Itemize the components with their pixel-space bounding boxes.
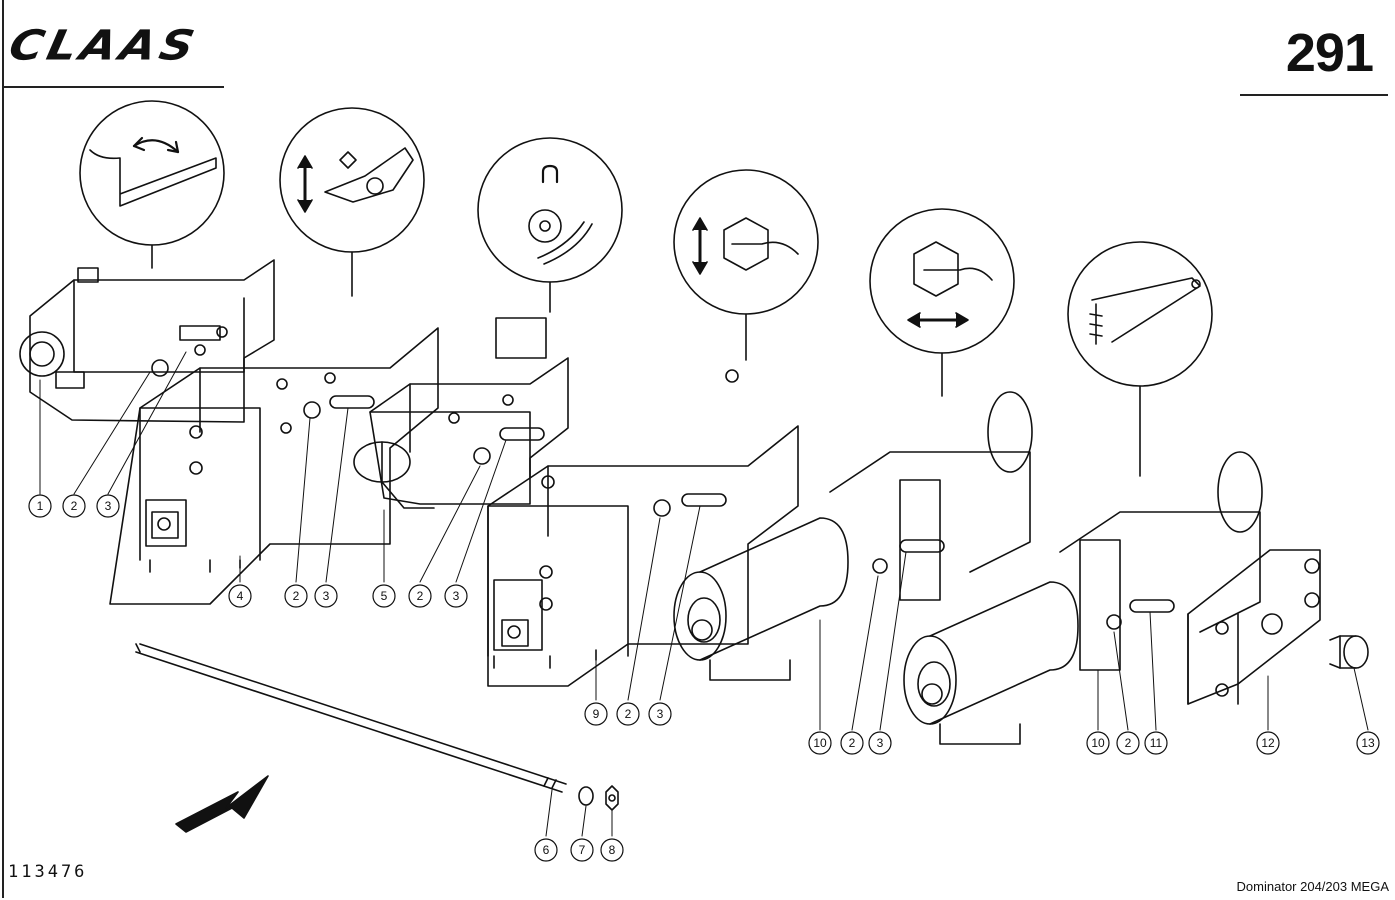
callout-label: 12: [1261, 736, 1275, 750]
callout-1: 1: [28, 494, 52, 518]
header-lift-icon: [673, 169, 819, 361]
callout-label: 2: [417, 589, 424, 603]
callout-label: 3: [657, 707, 664, 721]
callout-label: 3: [453, 589, 460, 603]
callout-8: 8: [600, 838, 624, 862]
callout-label: 9: [593, 707, 600, 721]
callout-label: 5: [381, 589, 388, 603]
callout-2: 2: [1116, 731, 1140, 755]
callout-13: 13: [1356, 731, 1380, 755]
washer-7: [578, 786, 594, 806]
reel-speed-icon: [477, 137, 623, 313]
valve-block-5: [353, 317, 569, 509]
valve-block-1: [19, 259, 275, 423]
tie-rod-6: [135, 643, 567, 793]
callout-label: 10: [813, 736, 827, 750]
reel-tilt-icon: [79, 100, 225, 269]
page-number-rule: [1240, 94, 1388, 96]
callout-label: 3: [323, 589, 330, 603]
callout-2: 2: [840, 731, 864, 755]
end-plate-12: [1187, 549, 1321, 705]
callout-12: 12: [1256, 731, 1280, 755]
callout-3: 3: [648, 702, 672, 726]
callout-label: 2: [849, 736, 856, 750]
callout-3: 3: [868, 731, 892, 755]
callout-label: 3: [105, 499, 112, 513]
callout-label: 2: [293, 589, 300, 603]
callout-10: 10: [1086, 731, 1110, 755]
cutterbar-height-icon: [279, 107, 425, 297]
callout-3: 3: [96, 494, 120, 518]
callout-2: 2: [62, 494, 86, 518]
callout-label: 7: [579, 843, 586, 857]
page-number: 291: [1285, 23, 1374, 83]
callout-4: 4: [228, 584, 252, 608]
callout-label: 2: [71, 499, 78, 513]
callout-2: 2: [408, 584, 432, 608]
reel-fore-aft-icon: [869, 208, 1015, 397]
direction-arrow-icon: [175, 775, 269, 833]
callout-2: 2: [616, 702, 640, 726]
callout-6: 6: [534, 838, 558, 862]
callout-label: 13: [1361, 736, 1375, 750]
model-designation: Dominator 204/203 MEGA: [1236, 879, 1389, 894]
nut-8: [605, 785, 619, 811]
callout-label: 3: [877, 736, 884, 750]
callout-10: 10: [808, 731, 832, 755]
valve-block-4: [109, 327, 439, 605]
valve-block-9: [487, 369, 799, 687]
callout-11: 11: [1144, 731, 1168, 755]
callout-3: 3: [444, 584, 468, 608]
callout-5: 5: [372, 584, 396, 608]
callout-2: 2: [284, 584, 308, 608]
drawing-number: 113476: [8, 862, 88, 882]
callout-label: 8: [609, 843, 616, 857]
callout-label: 2: [1125, 736, 1132, 750]
valve-block-10b: [903, 451, 1263, 745]
header-rule: [2, 86, 224, 88]
unloading-tube-icon: [1067, 241, 1213, 477]
callout-label: 11: [1150, 736, 1163, 750]
leader-lines: [39, 351, 1369, 837]
fitting-13: [1329, 635, 1369, 669]
callout-9: 9: [584, 702, 608, 726]
valve-block-10a: [673, 391, 1033, 681]
callout-label: 4: [237, 589, 244, 603]
callout-label: 2: [625, 707, 632, 721]
callout-label: 6: [543, 843, 550, 857]
callout-label: 10: [1091, 736, 1105, 750]
callout-7: 7: [570, 838, 594, 862]
callout-3: 3: [314, 584, 338, 608]
callout-label: 1: [37, 499, 44, 513]
